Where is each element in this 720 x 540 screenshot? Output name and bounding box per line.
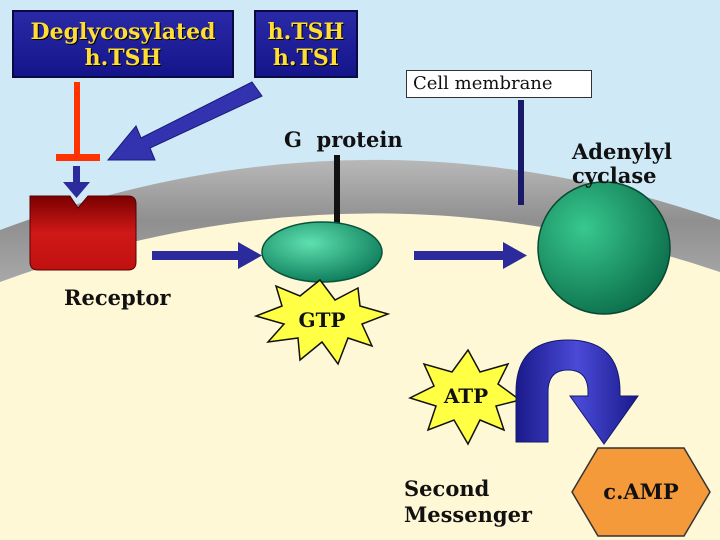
- deglycosylated-box: Deglycosylated h.TSH: [12, 10, 234, 78]
- cytoplasm: [0, 213, 720, 540]
- arrow-2-head: [503, 242, 527, 269]
- arrow-1-head: [238, 242, 262, 269]
- inhibit-line: [74, 82, 80, 158]
- cell-membrane-pointer: [518, 100, 524, 205]
- inhibit-bar: [56, 154, 100, 161]
- g-protein-label: G protein: [284, 127, 403, 152]
- second-messenger-label: Second Messenger: [404, 476, 532, 528]
- htsh-line1: h.TSH: [267, 19, 345, 45]
- receptor-arrow-shaft: [73, 166, 80, 184]
- diagonal-arrow: [106, 81, 263, 161]
- cell-membrane-label: Cell membrane: [406, 70, 592, 98]
- receptor-arrow-head: [63, 182, 90, 198]
- g-protein-shape: [261, 221, 383, 283]
- arrow-1-shaft: [152, 251, 240, 260]
- cell-membrane: [0, 159, 720, 282]
- htsh-line2: h.TSI: [272, 45, 340, 71]
- atp-label: ATP: [443, 384, 489, 408]
- htsh-box: h.TSH h.TSI: [254, 10, 358, 78]
- atp-star: [407, 348, 522, 446]
- g-protein-stalk: [334, 155, 340, 227]
- adenylyl-line1: Adenylyl: [572, 139, 672, 164]
- adenylyl-line2: cyclase: [572, 163, 657, 188]
- receptor-shape: [29, 195, 137, 271]
- arrow-2-shaft: [414, 251, 506, 260]
- camp-hexagon: [571, 447, 711, 537]
- second-line2: Messenger: [404, 502, 532, 527]
- gtp-label: GTP: [298, 308, 346, 332]
- curved-arrow: [515, 339, 639, 445]
- adenylyl-cyclase-label: Adenylyl cyclase: [572, 140, 672, 188]
- adenylyl-cyclase-shape: [537, 181, 671, 315]
- second-line1: Second: [404, 476, 490, 501]
- deglycosylated-line2: h.TSH: [84, 45, 162, 71]
- camp-label: c.AMP: [603, 479, 679, 504]
- receptor-label: Receptor: [64, 285, 171, 310]
- gtp-star: [253, 278, 391, 366]
- deglycosylated-line1: Deglycosylated: [30, 19, 216, 45]
